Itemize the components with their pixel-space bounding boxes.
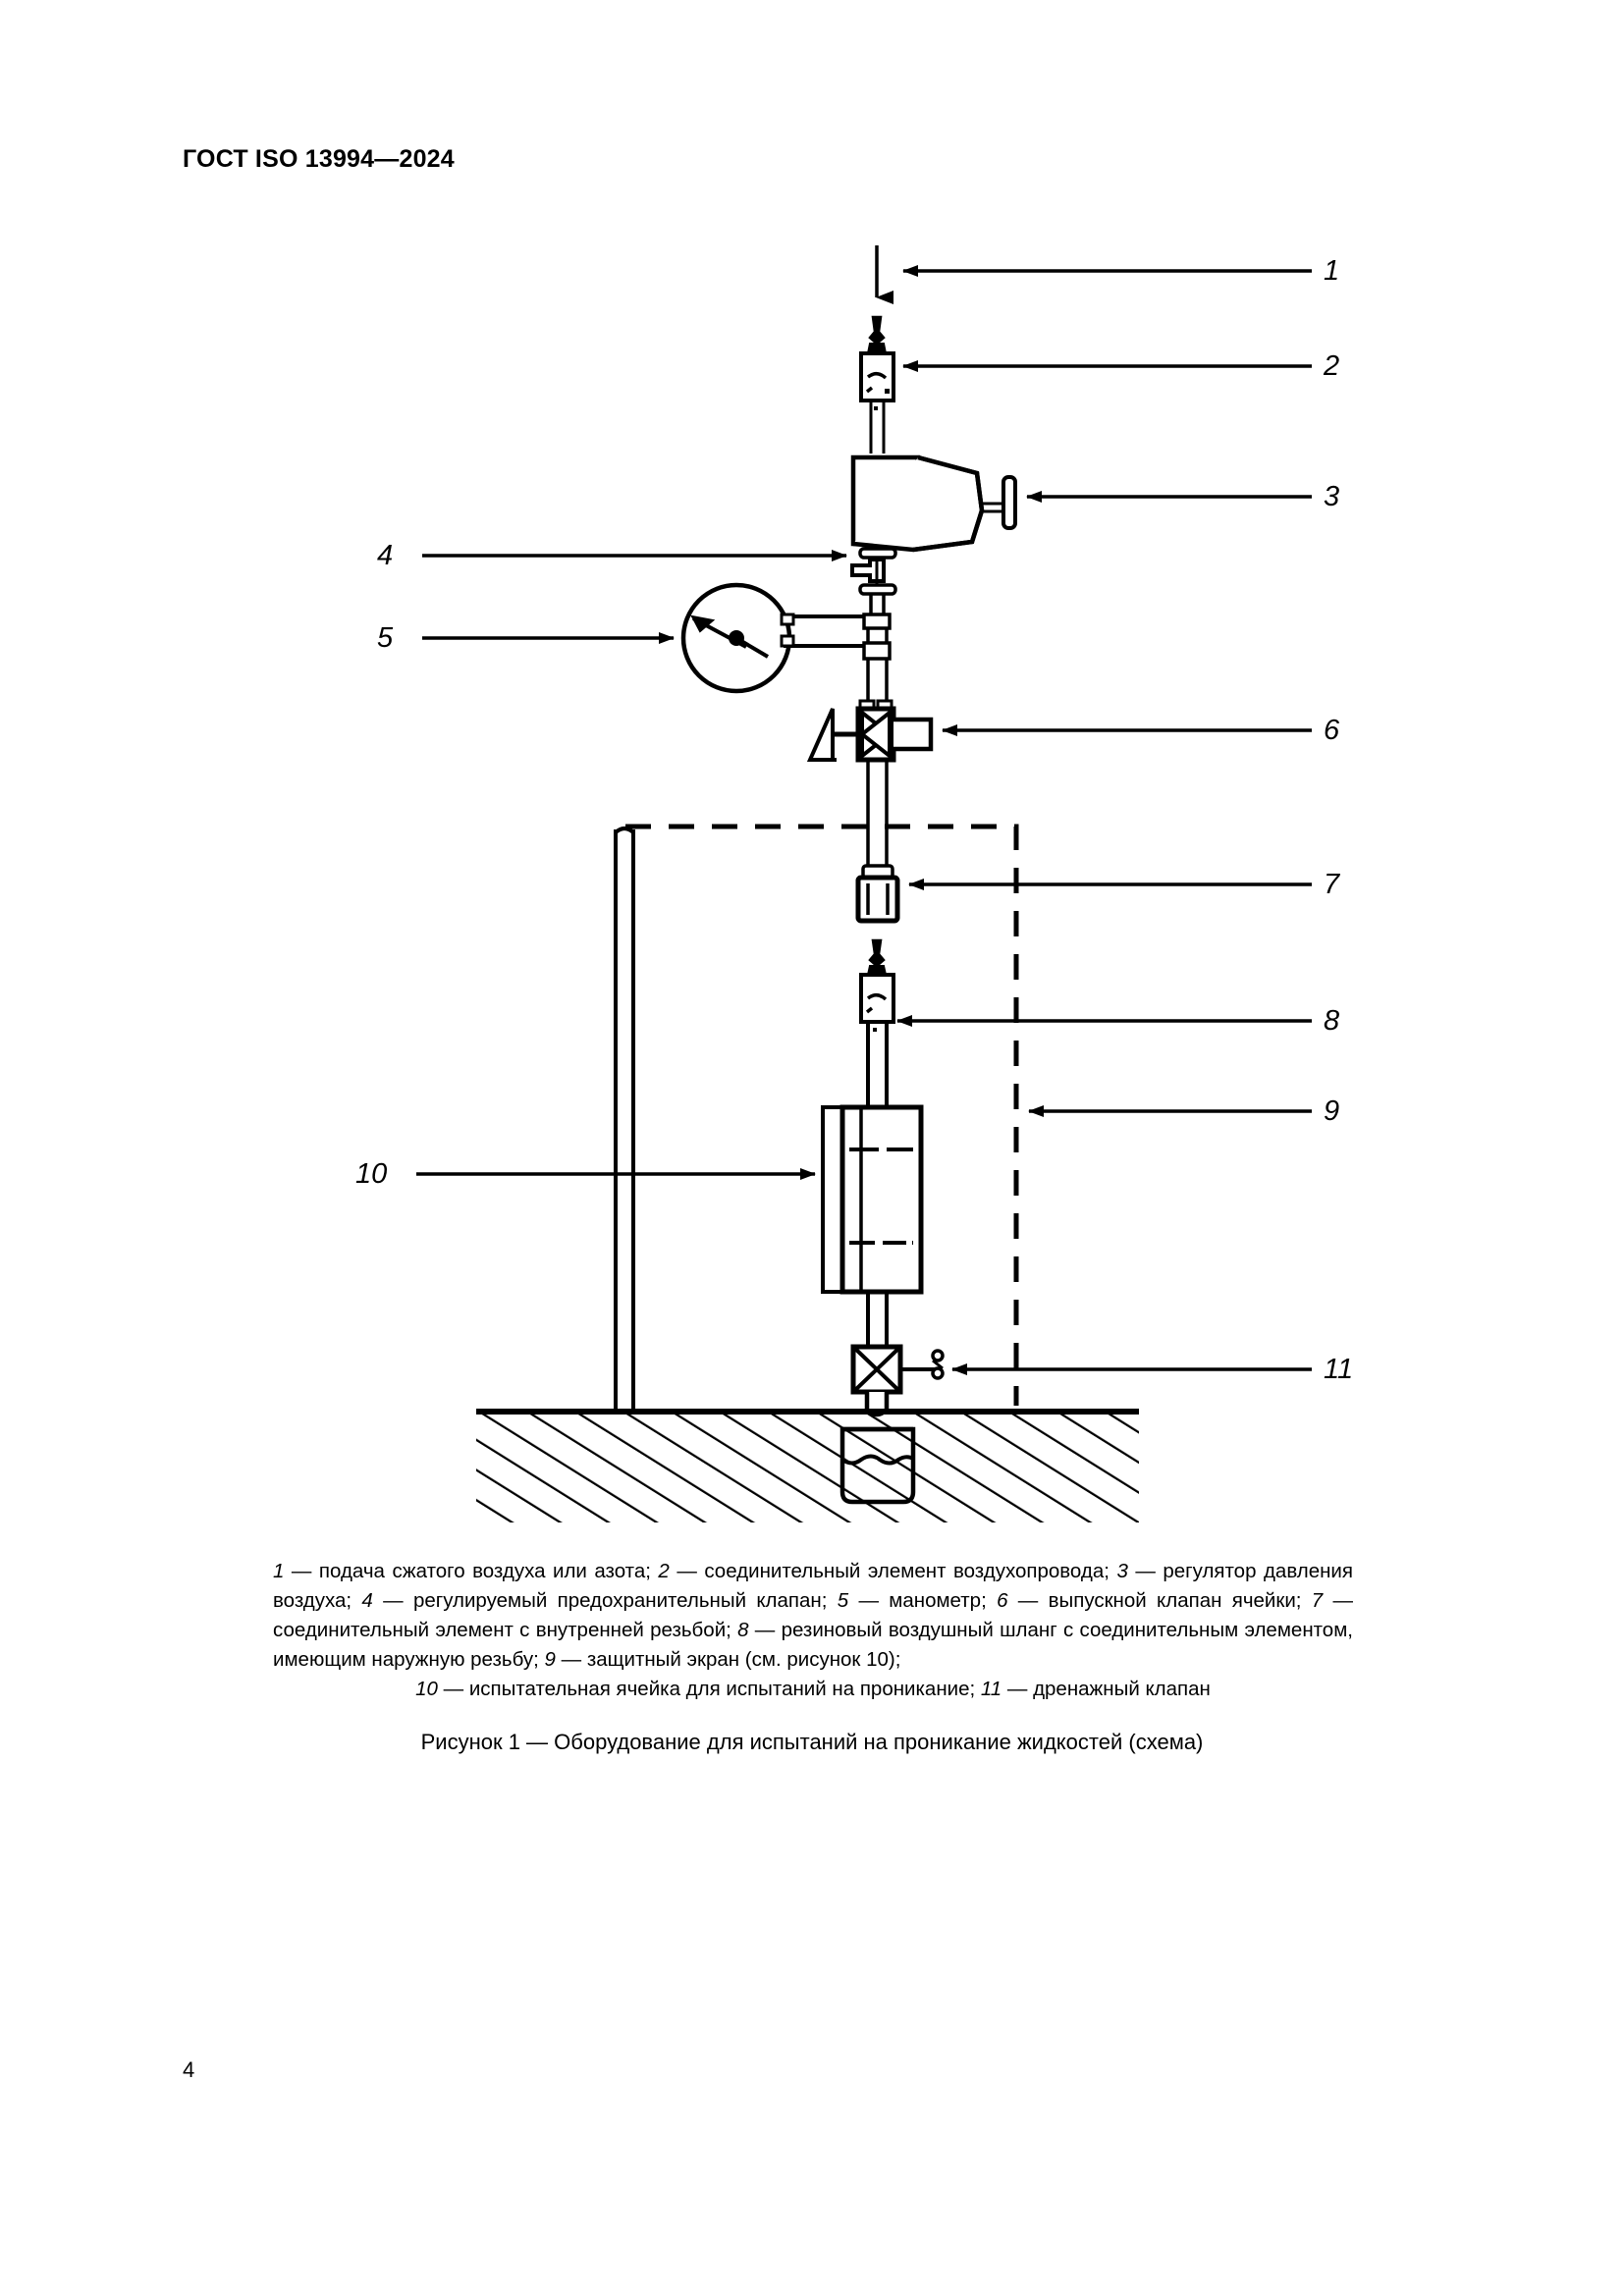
legend-item-text-6: — выпускной клапан ячейки; xyxy=(1007,1589,1312,1612)
callout-label-7: 7 xyxy=(1324,869,1340,900)
drain-valve xyxy=(850,1344,945,1417)
air-pressure-regulator xyxy=(850,454,1017,560)
figure-title: Рисунок 1 — Оборудование для испытаний н… xyxy=(420,1730,1204,1754)
callout-label-8: 8 xyxy=(1324,1005,1340,1037)
legend-item-text-1: — подача сжатого воздуха или азота; xyxy=(284,1560,659,1582)
legend-item-number-7: 7 xyxy=(1311,1589,1324,1612)
main-pipe-lower xyxy=(866,760,889,867)
adjustable-relief-valve xyxy=(850,558,897,596)
legend-item-number-4: 4 xyxy=(361,1589,373,1612)
callout-label-9: 9 xyxy=(1324,1095,1340,1127)
figure-1-apparatus-diagram: 1 2 3 4 5 6 7 8 9 10 11 xyxy=(355,245,1354,1522)
pressure-gauge-manometer xyxy=(680,582,892,694)
air-line-connector-fitting xyxy=(859,315,895,454)
legend-item-number-11: 11 xyxy=(980,1678,1002,1700)
legend-item-number-9: 9 xyxy=(544,1648,556,1671)
protective-screen-outline xyxy=(625,824,1019,1406)
document-header-standard-number: ГОСТ ISO 13994—2024 xyxy=(183,145,455,173)
callout-label-3: 3 xyxy=(1324,481,1340,512)
legend-item-text-11: — дренажный клапан xyxy=(1001,1678,1211,1700)
callout-label-1: 1 xyxy=(1324,255,1340,287)
legend-item-text-4: — регулируемый предохранительный клапан; xyxy=(372,1589,838,1612)
legend-item-text-7: — соединительный элемент с внутренней ре… xyxy=(273,1589,1353,1641)
legend-item-number-5: 5 xyxy=(837,1589,849,1612)
figure-legend: 1 — подача сжатого воздуха или азота; 2 … xyxy=(273,1557,1353,1704)
figure-legend-last-line: 10 — испытательная ячейка для испытаний … xyxy=(273,1675,1353,1704)
page-number: 4 xyxy=(183,2057,195,2082)
callout-label-5: 5 xyxy=(377,622,394,654)
main-pipe-mid xyxy=(866,659,889,705)
legend-item-number-1: 1 xyxy=(273,1560,285,1582)
callout-label-10: 10 xyxy=(355,1158,388,1190)
legend-item-number-2: 2 xyxy=(658,1560,670,1582)
legend-item-number-8: 8 xyxy=(737,1619,749,1641)
female-thread-connector xyxy=(855,864,900,924)
legend-item-text-8: — резиновый воздушный шланг с соединител… xyxy=(273,1619,1353,1671)
legend-item-text-9: — защитный экран (см. рисунок 10); xyxy=(555,1648,901,1671)
penetration-test-cell xyxy=(821,1104,924,1350)
legend-item-text-3: — регулятор давления воздуха; xyxy=(273,1560,1353,1612)
legend-item-text-5: — манометр; xyxy=(848,1589,998,1612)
legend-item-text-10: — испытательная ячейка для испытаний на … xyxy=(437,1678,981,1700)
screen-support-post xyxy=(614,827,635,1410)
legend-item-number-10: 10 xyxy=(415,1678,438,1700)
callout-label-2: 2 xyxy=(1324,350,1340,382)
callout-label-11: 11 xyxy=(1324,1354,1354,1385)
rubber-air-hose-assembly xyxy=(859,938,895,1105)
legend-item-text-2: — соединительный элемент воздухопровода; xyxy=(669,1560,1117,1582)
ground-floor xyxy=(476,1409,1139,1522)
cell-exhaust-valve xyxy=(806,699,934,763)
callout-label-6: 6 xyxy=(1324,715,1340,746)
callout-label-4: 4 xyxy=(377,540,394,571)
legend-item-number-3: 3 xyxy=(1116,1560,1128,1582)
legend-item-number-6: 6 xyxy=(997,1589,1008,1612)
apparatus-schematic-svg xyxy=(416,245,1312,1522)
